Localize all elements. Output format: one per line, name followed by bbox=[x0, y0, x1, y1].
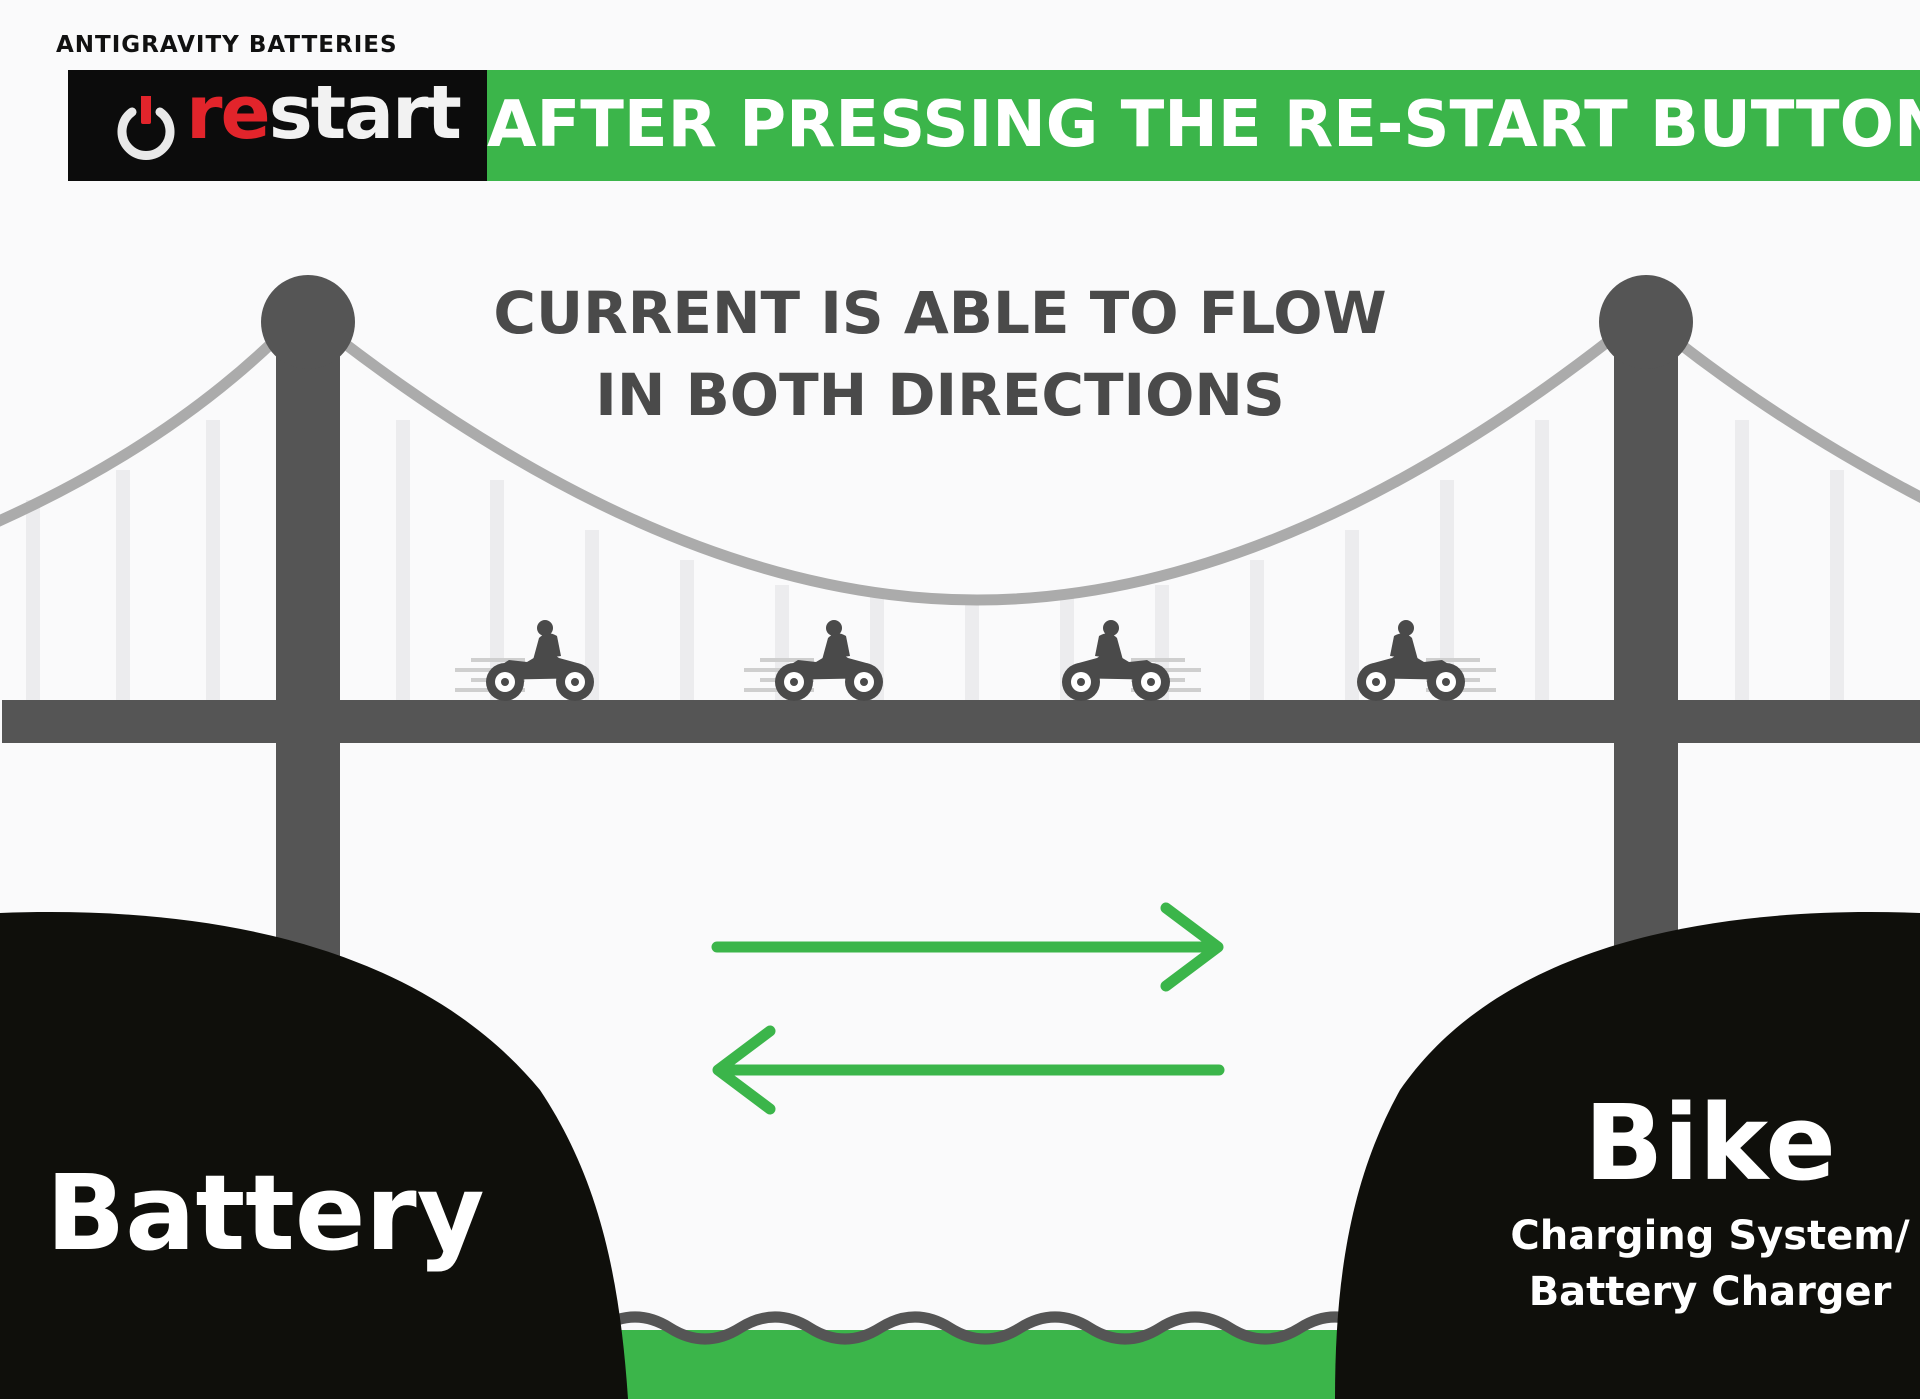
right-bank bbox=[1335, 912, 1920, 1399]
bike-sublabel: Charging System/ Battery Charger bbox=[1510, 1208, 1910, 1320]
bike-sublabel-line-2: Battery Charger bbox=[1528, 1269, 1892, 1315]
logo-wordmark: restart bbox=[186, 76, 462, 150]
logo-text-re: re bbox=[186, 70, 271, 156]
arrow-right-icon bbox=[711, 902, 1224, 992]
arrow-left-icon bbox=[712, 1025, 1225, 1115]
page-title: AFTER PRESSING THE RE-START BUTTON bbox=[487, 88, 1920, 162]
river-wave-line bbox=[457, 1311, 1513, 1345]
motorcycle-icon bbox=[744, 620, 883, 701]
motorcycle-icon bbox=[1062, 620, 1201, 701]
brand-name: ANTIGRAVITY BATTERIES bbox=[56, 32, 398, 58]
restart-logo: restart bbox=[68, 70, 487, 181]
motorcycle-icon bbox=[1357, 620, 1496, 701]
logo-text-start: start bbox=[268, 70, 462, 156]
right-tower bbox=[1599, 275, 1693, 1030]
bike-sublabel-line-1: Charging System/ bbox=[1510, 1213, 1910, 1259]
left-bank bbox=[0, 912, 628, 1399]
suspender-rods bbox=[26, 420, 1844, 700]
power-button-icon bbox=[117, 96, 175, 160]
motorcycle-icon bbox=[455, 620, 594, 701]
bike-label: Bike bbox=[1584, 1082, 1836, 1204]
caption-line-2: IN BOTH DIRECTIONS bbox=[595, 361, 1285, 429]
main-cables bbox=[0, 335, 1920, 606]
cable-left bbox=[0, 336, 279, 527]
caption-line-1: CURRENT IS ABLE TO FLOW bbox=[493, 279, 1387, 347]
battery-label: Battery bbox=[46, 1152, 485, 1274]
cable-right bbox=[1671, 335, 1920, 503]
bridge-deck bbox=[2, 700, 1920, 743]
cable-middle bbox=[336, 335, 1614, 606]
left-tower bbox=[261, 275, 355, 1030]
flow-caption: CURRENT IS ABLE TO FLOW IN BOTH DIRECTIO… bbox=[440, 272, 1440, 436]
title-banner: AFTER PRESSING THE RE-START BUTTON bbox=[487, 70, 1920, 181]
